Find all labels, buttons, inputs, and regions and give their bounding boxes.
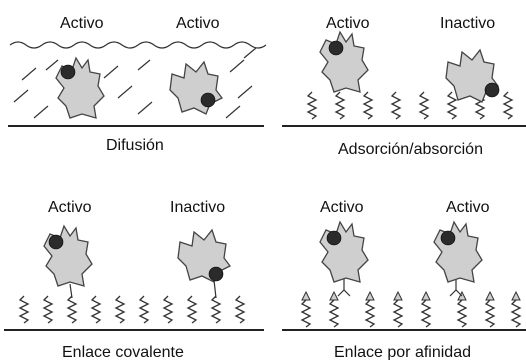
caption-difusion: Difusión [106, 137, 164, 154]
active-site-ball [60, 64, 76, 80]
enzyme-active-covalent [43, 225, 93, 287]
caption-adsorcion: Adsorción/absorción [338, 141, 483, 158]
enzyme-active-adsorbed [319, 31, 369, 93]
enzyme-active-affinity-1 [319, 221, 369, 283]
active-site-ball [326, 230, 342, 246]
panel3-label-right: Inactivo [170, 199, 225, 216]
enzyme-active-2 [169, 61, 223, 115]
caption-covalente: Enlace covalente [62, 344, 184, 360]
panel1-label-right: Activo [176, 15, 220, 32]
diffusion-hatching [13, 47, 257, 119]
covalent-bond [69, 283, 73, 299]
enzyme-active-1 [55, 57, 105, 119]
panel-covalente: Activo Inactivo Enlace covalente [4, 199, 264, 360]
enzyme-inactive-covalent [177, 229, 231, 283]
enzyme-inactive-adsorbed [445, 49, 500, 103]
affinity-tag-left [337, 278, 351, 297]
panel4-label-left: Activo [320, 199, 364, 216]
membrane-top-wave [9, 41, 267, 49]
active-site-ball [48, 234, 64, 250]
enzyme-active-affinity-2 [433, 221, 483, 283]
active-site-ball [328, 40, 344, 56]
active-site-ball [200, 92, 216, 108]
active-site-ball [484, 82, 500, 98]
panel-difusion: Activo Activo Difusión [8, 15, 267, 154]
panel2-label-right: Inactivo [440, 15, 495, 32]
covalent-bond [213, 279, 217, 299]
panel3-label-left: Activo [48, 199, 92, 216]
panel-afinidad: Activo Activo Enlace por [282, 199, 526, 360]
active-site-ball [440, 230, 456, 246]
surface-chains [19, 295, 245, 324]
panel2-label-left: Activo [326, 15, 370, 32]
panel1-label-left: Activo [60, 15, 104, 32]
active-site-ball [208, 266, 224, 282]
panel4-label-right: Activo [446, 199, 490, 216]
panel-adsorcion: Activo Inactivo Adsorción/absorción [282, 15, 526, 158]
caption-afinidad: Enlace por afinidad [334, 344, 471, 360]
affinity-ligands [301, 291, 521, 328]
